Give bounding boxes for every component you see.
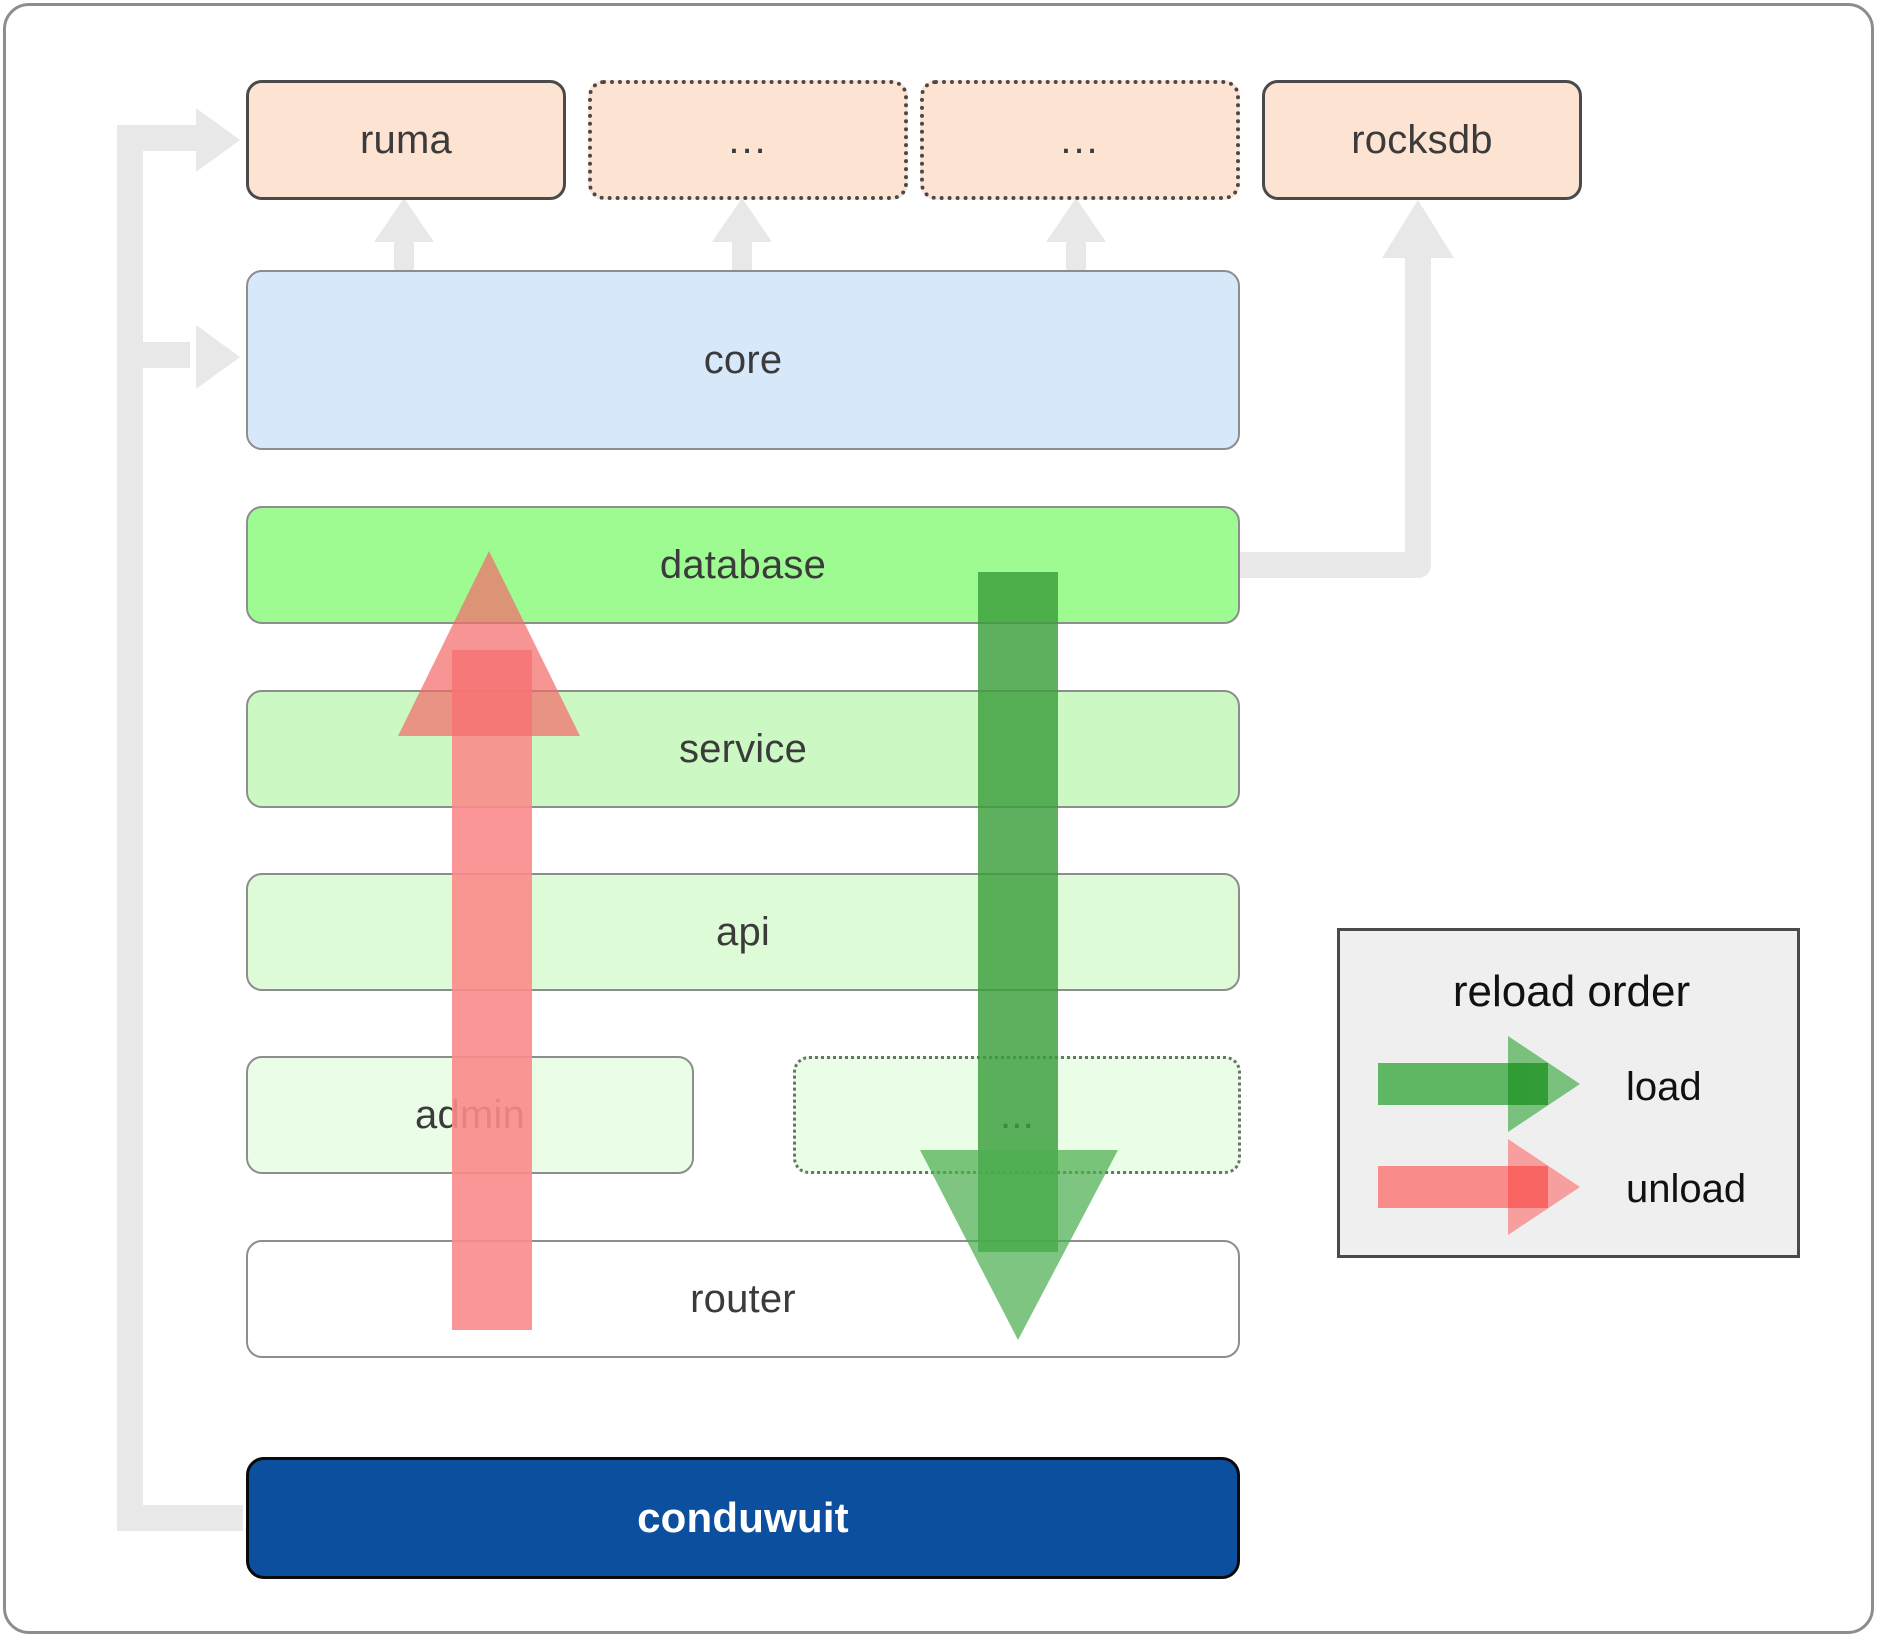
diagram-frame — [3, 3, 1874, 1634]
dependency-box-ruma[interactable]: ruma — [246, 80, 566, 200]
layer-box-core[interactable]: core — [246, 270, 1240, 450]
dependency-label-ruma: ruma — [360, 117, 452, 162]
layer-label-ellipsis: ... — [1000, 1092, 1034, 1137]
dependency-box-ellipsis-2[interactable]: ... — [920, 80, 1240, 200]
layer-box-admin[interactable]: admin — [246, 1056, 694, 1174]
legend-label-unload: unload — [1626, 1167, 1747, 1211]
legend-label-load: load — [1626, 1065, 1702, 1109]
dependency-label-ellipsis-1: ... — [728, 118, 768, 162]
layer-box-ellipsis[interactable]: ... — [793, 1056, 1241, 1174]
layer-label-database: database — [659, 542, 827, 587]
layer-box-database[interactable]: database — [246, 506, 1240, 624]
layer-label-service: service — [678, 726, 808, 771]
dependency-box-ellipsis-1[interactable]: ... — [588, 80, 908, 200]
layer-label-admin: admin — [415, 1092, 525, 1137]
layer-box-router[interactable]: router — [246, 1240, 1240, 1358]
legend-title: reload order — [1452, 967, 1691, 1016]
legend-panel: reload order load unload — [1337, 928, 1800, 1258]
layer-box-api[interactable]: api — [246, 873, 1240, 991]
dependency-box-rocksdb[interactable]: rocksdb — [1262, 80, 1582, 200]
dependency-label-ellipsis-2: ... — [1060, 118, 1100, 162]
layer-box-service[interactable]: service — [246, 690, 1240, 808]
layer-label-router: router — [690, 1276, 796, 1321]
layer-label-api: api — [716, 909, 770, 954]
root-label-conduwuit: conduwuit — [637, 1494, 849, 1541]
load-arrow-icon — [1378, 1036, 1580, 1132]
dependency-label-rocksdb: rocksdb — [1351, 117, 1493, 162]
layer-label-core: core — [703, 337, 783, 382]
root-box-conduwuit[interactable]: conduwuit — [246, 1457, 1240, 1579]
unload-arrow-icon — [1378, 1139, 1580, 1235]
